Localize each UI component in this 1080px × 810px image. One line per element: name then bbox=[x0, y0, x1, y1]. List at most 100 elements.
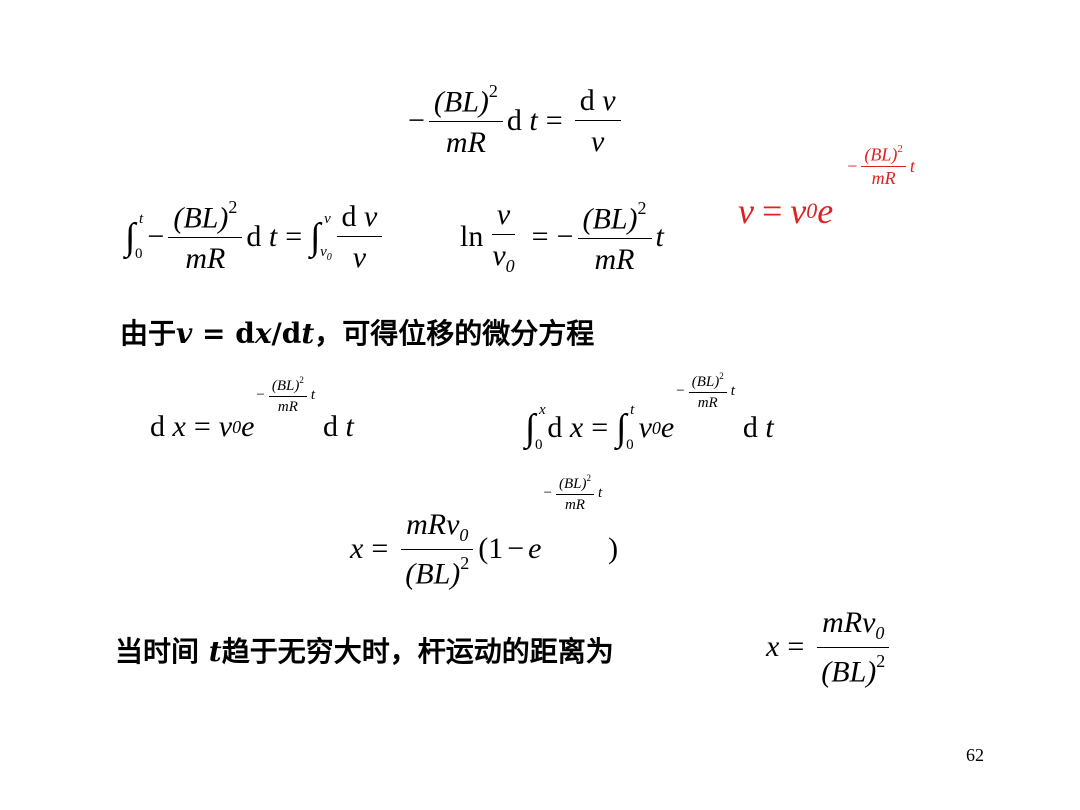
e: e bbox=[528, 532, 542, 566]
upper-limit: v bbox=[324, 210, 331, 227]
v: v bbox=[638, 411, 652, 444]
sub-0: 0 bbox=[806, 198, 818, 223]
text: = d bbox=[192, 317, 255, 350]
minus: − bbox=[543, 485, 552, 502]
lower-limit: 0 bbox=[535, 437, 543, 453]
integral-sign: ∫ bbox=[525, 407, 536, 449]
sub-0: 0 bbox=[505, 256, 515, 276]
equals: = bbox=[591, 411, 609, 444]
mR: mR bbox=[594, 243, 635, 277]
equals: = bbox=[285, 219, 303, 253]
exp-2: 2 bbox=[897, 143, 903, 155]
bl: (BL) bbox=[405, 557, 461, 591]
exp-2: 2 bbox=[228, 197, 238, 217]
equation-final-distance: x = mRv0(BL)2 bbox=[766, 606, 894, 688]
mRv: mRv bbox=[406, 508, 460, 541]
text: x bbox=[254, 317, 272, 350]
upper-limit: t bbox=[139, 210, 144, 227]
t: t bbox=[655, 220, 664, 254]
minus: − bbox=[847, 156, 858, 177]
minus: − bbox=[556, 220, 574, 254]
equals: = bbox=[761, 191, 783, 231]
exp-2: 2 bbox=[876, 650, 886, 671]
ln: ln bbox=[460, 220, 484, 254]
upper-limit: t bbox=[630, 402, 635, 418]
t: t bbox=[268, 219, 278, 253]
exp-2: 2 bbox=[719, 371, 724, 381]
mRv: mRv bbox=[822, 606, 876, 639]
d: d bbox=[246, 219, 262, 253]
text: ，可得位移的微分方程 bbox=[314, 317, 595, 350]
bl: (BL) bbox=[271, 378, 300, 395]
sub-0: 0 bbox=[326, 251, 332, 263]
sub-0: 0 bbox=[875, 623, 885, 643]
v: v bbox=[491, 198, 516, 235]
mR: mR bbox=[697, 394, 718, 411]
v: v bbox=[738, 191, 754, 231]
v: v bbox=[602, 83, 616, 117]
t: t bbox=[597, 485, 603, 502]
d: d bbox=[742, 411, 758, 444]
mR: mR bbox=[871, 168, 896, 189]
text: t bbox=[208, 635, 222, 668]
equals: = bbox=[531, 220, 549, 254]
fraction: mRv0(BL)2 bbox=[816, 606, 890, 688]
mR: mR bbox=[445, 126, 486, 160]
t: t bbox=[730, 383, 735, 400]
t: t bbox=[765, 411, 774, 444]
equals: = bbox=[787, 630, 805, 664]
exp-2: 2 bbox=[460, 552, 470, 573]
integral-sign: ∫ bbox=[616, 407, 627, 449]
integral: ∫t 0 bbox=[616, 402, 634, 453]
x: x bbox=[766, 630, 780, 664]
d: d bbox=[341, 199, 357, 233]
x: x bbox=[350, 532, 364, 566]
equals: = bbox=[193, 410, 211, 443]
text: 当时间 bbox=[115, 635, 209, 668]
e: e bbox=[817, 191, 834, 231]
t: t bbox=[529, 103, 538, 137]
mR: mR bbox=[277, 398, 298, 415]
page-number: 62 bbox=[966, 745, 984, 765]
d: d bbox=[506, 103, 522, 137]
integral-sign: ∫ bbox=[310, 215, 321, 258]
fraction: (BL)2 mR bbox=[861, 143, 906, 189]
minus: − bbox=[676, 383, 685, 400]
v: v bbox=[790, 191, 807, 231]
upper-limit: x bbox=[539, 402, 546, 418]
minus: − bbox=[147, 219, 165, 253]
sub-0: 0 bbox=[232, 416, 242, 437]
equals: = bbox=[371, 532, 389, 566]
v: v bbox=[492, 239, 506, 272]
v: v bbox=[320, 243, 327, 260]
e: e bbox=[241, 410, 255, 443]
lower-limit: v0 bbox=[320, 244, 332, 263]
text: 由于 bbox=[120, 317, 177, 350]
bl: (BL) bbox=[558, 476, 587, 493]
exp-2: 2 bbox=[586, 473, 591, 483]
bl: (BL) bbox=[433, 85, 489, 119]
lower-limit: 0 bbox=[626, 437, 634, 453]
bl: (BL) bbox=[864, 144, 898, 165]
t: t bbox=[310, 387, 316, 404]
open-paren: (1 bbox=[478, 532, 504, 566]
fraction: mRv0(BL)2 bbox=[400, 508, 474, 590]
d: d bbox=[323, 410, 339, 443]
minus: − bbox=[507, 532, 525, 566]
minus: − bbox=[408, 103, 425, 137]
